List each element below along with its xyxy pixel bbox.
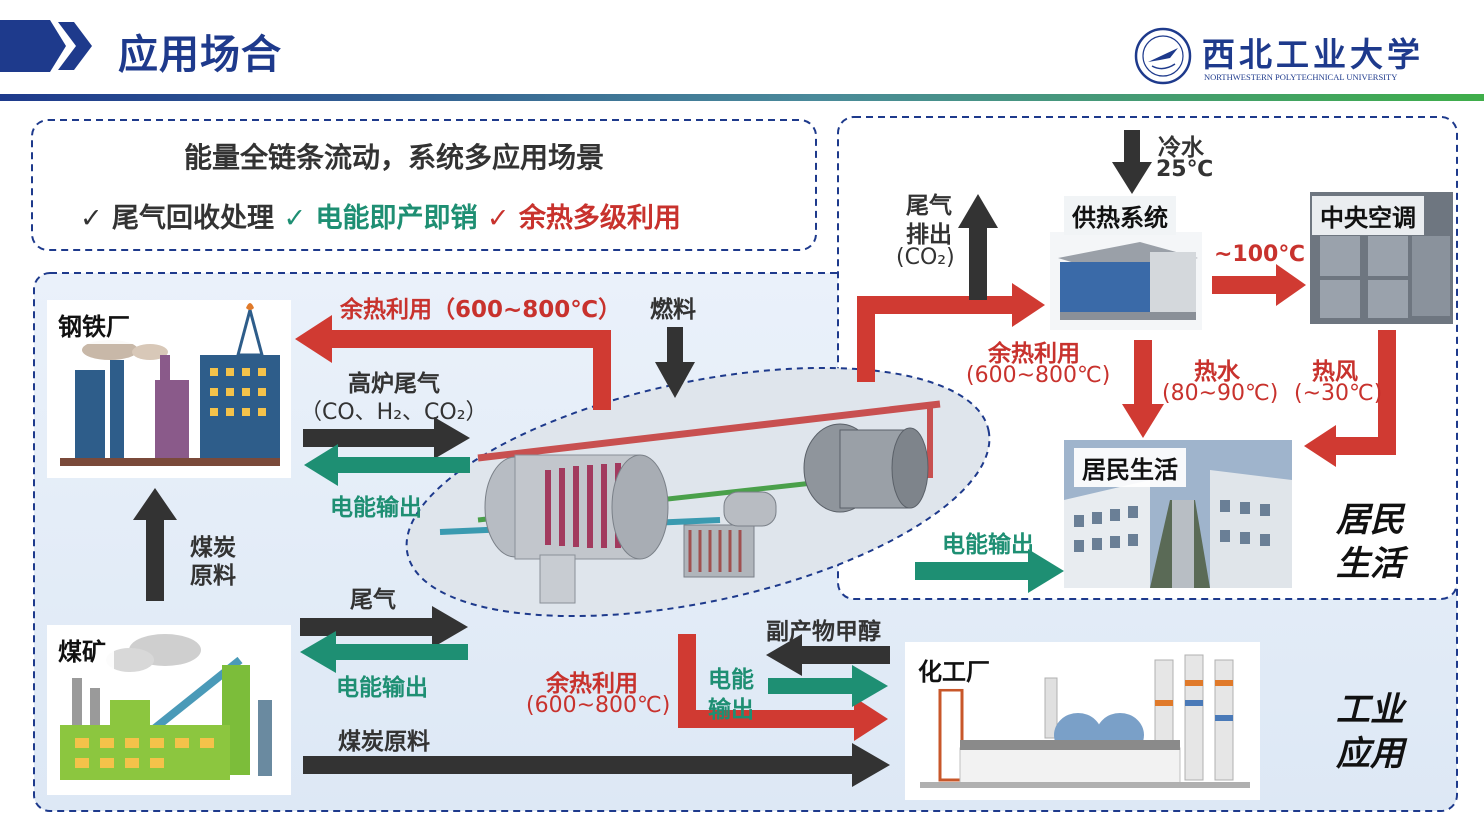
power-to-residence-arrow — [915, 549, 1064, 593]
waste-heat-top-label: 余热利用（600~800℃） — [340, 297, 622, 323]
waste-heat-right-label-2: (600~800℃) — [966, 363, 1111, 388]
byproduct-label: 副产物甲醇 — [766, 619, 881, 645]
coal-raw-vertical-label-2: 原料 — [190, 563, 236, 589]
fuel-arrow — [655, 327, 695, 398]
industrial-category-2: 应用 — [1336, 734, 1404, 774]
university-name-en: NORTHWESTERN POLYTECHNICAL UNIVERSITY — [1204, 72, 1398, 82]
blast-gas-label: 高炉尾气 — [348, 371, 440, 397]
hot-air-arrow — [1304, 330, 1396, 467]
residential-category-1: 居民 — [1336, 500, 1404, 540]
fuel-label: 燃料 — [650, 297, 696, 323]
summary-points: ✓ 尾气回收处理 ✓ 电能即产即销 ✓ 余热多级利用 — [80, 196, 681, 235]
coal-raw-label: 煤炭原料 — [338, 729, 430, 755]
university-emblem-icon — [1134, 27, 1192, 85]
check-icon: ✓ — [486, 203, 510, 234]
coal-mine-label: 煤矿 — [50, 630, 114, 669]
summary-heading: 能量全链条流动，系统多应用场景 — [184, 141, 605, 174]
waste-heat-top-arrow — [295, 315, 611, 410]
header-divider — [0, 94, 1484, 101]
residence-label: 居民生活 — [1074, 448, 1186, 487]
heating-unit-image — [1050, 232, 1202, 330]
power-to-chem-arrow — [768, 665, 888, 707]
hot-air-label-2: (~30℃) — [1294, 381, 1383, 406]
page-title: 应用场合 — [118, 32, 282, 78]
heating-system-label: 供热系统 — [1064, 196, 1176, 235]
power-out-steel-label: 电能输出 — [330, 495, 422, 521]
tail-gas-label: 尾气 — [350, 587, 396, 613]
check-icon: ✓ — [283, 203, 307, 234]
exhaust-label-1: 尾气 — [906, 193, 952, 219]
exhaust-label-2: 排出 — [906, 222, 952, 248]
summary-point-heat: 余热多级利用 — [518, 203, 681, 234]
cold-water-label-1: 冷水 — [1158, 135, 1204, 161]
power-out-mine-label: 电能输出 — [336, 675, 428, 701]
exhaust-label-3: (CO₂) — [896, 245, 955, 270]
power-out-residence-label: 电能输出 — [942, 532, 1034, 558]
temp-100-label: ~100℃ — [1214, 242, 1305, 267]
waste-heat-right-label-1: 余热利用 — [988, 341, 1080, 367]
exhaust-up-arrow — [958, 194, 998, 300]
chemical-plant-label: 化工厂 — [910, 650, 998, 689]
university-name-cn: 西北工业大学 — [1202, 35, 1424, 74]
hot-water-arrow — [1122, 340, 1164, 438]
power-to-mine-arrow — [300, 631, 468, 673]
waste-heat-bottom-arrow — [678, 634, 888, 741]
sofc-turbine-device — [439, 400, 941, 604]
power-out-chem-label-1: 电能 — [708, 667, 754, 693]
waste-heat-bottom-label-1: 余热利用 — [546, 671, 638, 697]
hot-water-label-2: (80~90℃) — [1162, 381, 1279, 406]
summary-point-power: 电能即产即销 — [315, 203, 478, 234]
hot-air-label-1: 热风 — [1312, 359, 1358, 385]
steel-plant-label: 钢铁厂 — [50, 305, 138, 344]
check-icon: ✓ — [80, 203, 103, 234]
coal-raw-arrow — [303, 743, 890, 787]
waste-heat-right-arrow — [857, 283, 1045, 382]
coal-raw-vertical-label-1: 煤炭 — [190, 535, 236, 561]
hot-water-label-1: 热水 — [1194, 359, 1240, 385]
byproduct-arrow — [766, 634, 890, 676]
coal-mine-image — [47, 625, 291, 795]
tail-gas-arrow — [300, 606, 468, 648]
temp-100-arrow — [1212, 264, 1306, 306]
residential-category-2: 生活 — [1336, 544, 1404, 584]
waste-heat-bottom-label-2: (600~800℃) — [526, 693, 671, 718]
industrial-category-1: 工业 — [1336, 690, 1404, 730]
central-ac-label: 中央空调 — [1312, 196, 1424, 235]
summary-point-exhaust: 尾气回收处理 — [112, 203, 275, 234]
blast-gas-composition: （CO、H₂、CO₂） — [300, 400, 488, 425]
header-chevron-icon — [0, 20, 92, 72]
cold-water-label-2: 25℃ — [1156, 157, 1214, 182]
power-out-chem-label-2: 输出 — [708, 697, 754, 723]
coal-up-arrow — [133, 488, 177, 601]
power-to-steel-arrow — [304, 444, 470, 486]
summary-box — [31, 119, 817, 251]
blast-gas-arrow — [303, 417, 470, 459]
cold-water-arrow — [1112, 130, 1152, 194]
chemical-plant-image — [905, 642, 1260, 800]
